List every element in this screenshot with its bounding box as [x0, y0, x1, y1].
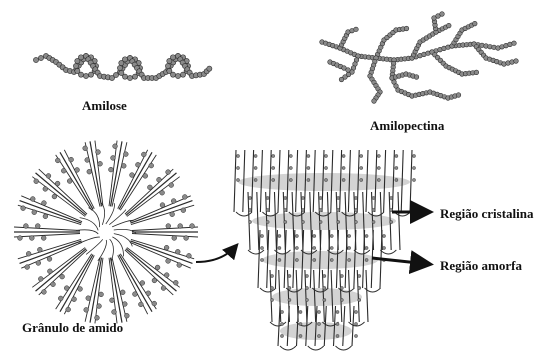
amylopectin-branch-1 [338, 27, 359, 50]
amorphous-region-label: Região amorfa [440, 258, 522, 274]
amylopectin-branch-12 [328, 60, 351, 73]
amylopectin-branch-3 [374, 26, 409, 60]
amylopectin-branch-9 [368, 56, 383, 104]
starch-granule [14, 141, 198, 324]
amylopectin-branch-10 [410, 90, 461, 101]
amylopectin-molecule [320, 12, 519, 104]
crystalline-region-label: Região cristalina [440, 206, 534, 222]
amylopectin-branch-5 [410, 23, 451, 60]
amylose-label: Amilose [82, 98, 127, 114]
granule-label: Grânulo de amido [22, 320, 123, 336]
amylopectin-label: Amilopectina [370, 118, 444, 134]
amylose-beads [33, 53, 212, 80]
amorphous-band-3 [272, 288, 362, 306]
amylopectin-branch-6 [430, 50, 479, 77]
granule-to-cluster-arrow [196, 246, 236, 262]
amylose-molecule [33, 53, 212, 80]
granule-cluster-detail [234, 150, 416, 350]
